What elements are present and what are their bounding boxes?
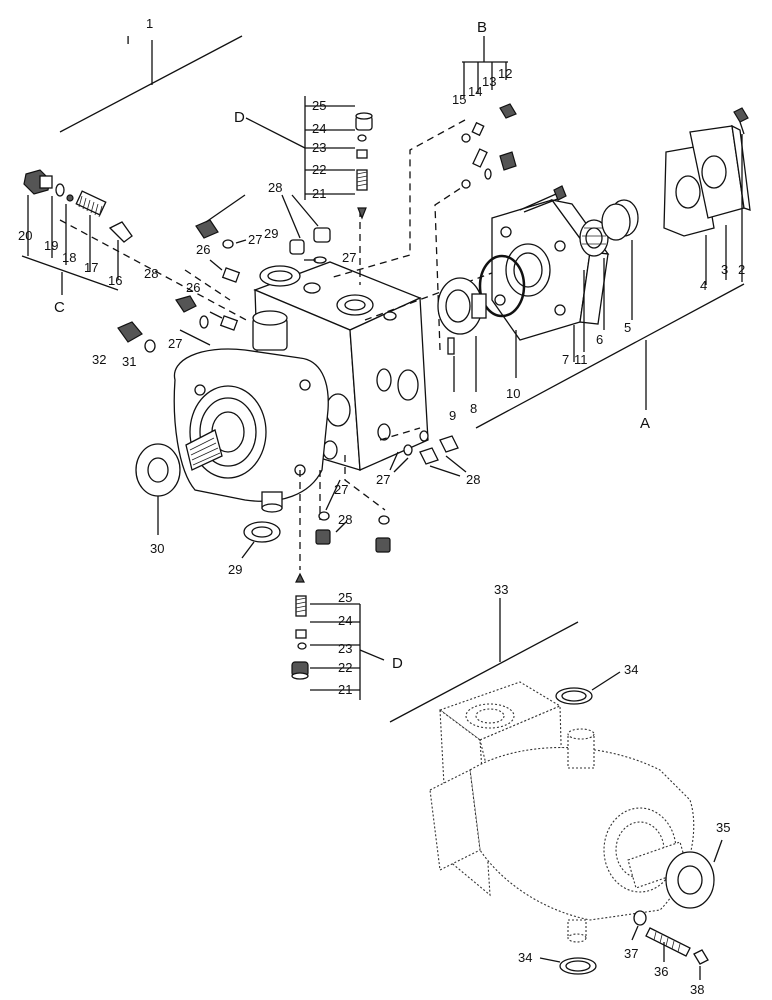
callout-15: 15 (452, 92, 466, 107)
callout-20: 20 (18, 228, 32, 243)
group-label-d-top: D (234, 109, 245, 126)
callout-23-top: 23 (312, 140, 326, 155)
main-pump-body (173, 261, 429, 513)
callout-6: 6 (596, 332, 603, 347)
gear-pump-assembly: 2 3 4 5 6 11 7 10 8 9 A (437, 107, 751, 432)
group-label-c: C (54, 299, 65, 316)
left-valve-assembly: 20 19 18 17 16 C (18, 169, 133, 316)
callout-28-left: 28 (144, 266, 158, 281)
callout-25-top: 25 (312, 98, 326, 113)
callout-5: 5 (624, 320, 631, 335)
group-label-b: B (477, 19, 487, 36)
callout-27-right: 27 (376, 472, 390, 487)
callout-10: 10 (506, 386, 520, 401)
group-label-d-bottom: D (392, 655, 403, 672)
callout-30: 30 (150, 541, 164, 556)
callout-16: 16 (108, 273, 122, 288)
callout-34-top: 34 (624, 662, 638, 677)
callout-21-top: 21 (312, 186, 326, 201)
left-fittings: 28 26 26 27 32 31 (92, 242, 241, 369)
callout-18: 18 (62, 250, 76, 265)
callout-22-bottom: 22 (338, 660, 352, 675)
callout-27-bottom: 27 (334, 482, 348, 497)
bottom-valve-stack-d: 25 24 23 22 21 D (291, 572, 403, 700)
callout-33: 33 (494, 582, 508, 597)
callout-37: 37 (624, 946, 638, 961)
callout-21-bottom: 21 (338, 682, 352, 697)
callout-19: 19 (44, 238, 58, 253)
callout-11: 11 (574, 352, 588, 367)
callout-14: 14 (468, 84, 482, 99)
svg-text:ı: ı (126, 31, 130, 48)
assembly-33: 33 (389, 582, 695, 943)
callout-31: 31 (122, 354, 136, 369)
group-label-a: A (640, 415, 650, 432)
callout-26-lower: 26 (186, 280, 200, 295)
callout-28-bottom: 28 (338, 512, 352, 527)
callout-27-top-left: 27 (248, 232, 262, 247)
callout-22-top: 22 (312, 162, 326, 177)
callout-12: 12 (498, 66, 512, 81)
callout-28-top: 28 (268, 180, 282, 195)
callout-27-left: 27 (168, 336, 182, 351)
callout-32: 32 (92, 352, 106, 367)
callout-34-bottom: 34 (518, 950, 532, 965)
callout-36: 36 (654, 964, 668, 979)
callout-7: 7 (562, 352, 569, 367)
top-valve-stack-d: 25 24 23 22 21 D (234, 96, 373, 220)
callout-17: 17 (84, 260, 98, 275)
callout-29-bottom: 29 (228, 562, 242, 577)
assembly-33-parts: 34 35 37 36 38 34 (518, 662, 730, 997)
callout-1: 1 (146, 16, 153, 31)
callout-23-bottom: 23 (338, 641, 352, 656)
callout-24-top: 24 (312, 121, 326, 136)
right-fittings: 28 27 (376, 430, 480, 487)
callout-29-top: 29 (264, 226, 278, 241)
bottom-fittings: 30 29 27 28 (135, 443, 391, 577)
callout-35: 35 (716, 820, 730, 835)
callout-8: 8 (470, 401, 477, 416)
callout-26-upper: 26 (196, 242, 210, 257)
callout-3: 3 (721, 262, 728, 277)
callout-28-right: 28 (466, 472, 480, 487)
callout-2: 2 (738, 262, 745, 277)
callout-38: 38 (690, 982, 704, 997)
callout-13: 13 (482, 74, 496, 89)
callout-24-bottom: 24 (338, 613, 352, 628)
top-fittings: 28 27 29 27 (195, 180, 356, 287)
group-b-stack: B 15 14 13 12 (452, 19, 517, 189)
callout-9: 9 (449, 408, 456, 423)
callout-27-top-right: 27 (342, 250, 356, 265)
assembly-1-reference: ı 1 (59, 16, 243, 133)
callout-25-bottom: 25 (338, 590, 352, 605)
callout-4: 4 (700, 278, 707, 293)
